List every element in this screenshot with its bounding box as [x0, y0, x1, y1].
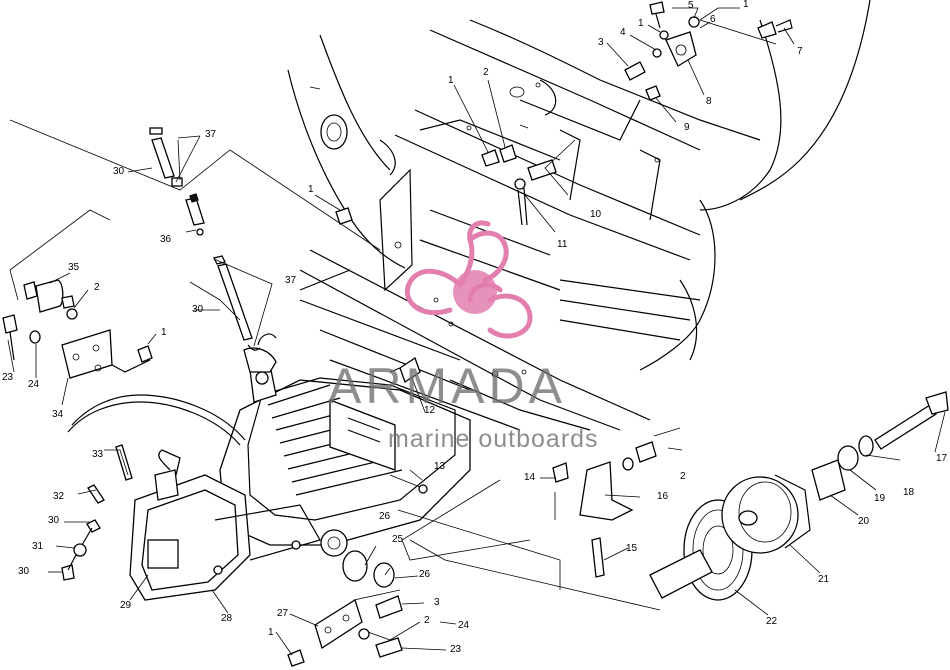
callout-1: 1	[638, 18, 644, 29]
callout-10: 10	[590, 209, 602, 220]
callout-31: 31	[32, 541, 44, 552]
callout-20: 20	[858, 516, 870, 527]
callout-28: 28	[221, 613, 233, 624]
callout-23: 23	[450, 644, 462, 655]
upper-right-hardware	[335, 1, 793, 384]
watermark-brand: ARMADA	[328, 358, 566, 414]
callout-26: 26	[379, 511, 391, 522]
callout-32: 32	[53, 491, 65, 502]
watermark-tagline: marine outboards	[388, 425, 599, 453]
callout-3: 3	[598, 37, 604, 48]
frame-lines	[287, 0, 871, 431]
callout-30: 30	[113, 166, 125, 177]
engine-block	[129, 333, 471, 601]
callout-1: 1	[448, 75, 454, 86]
bracket-34	[2, 279, 153, 379]
callout-24: 24	[458, 620, 470, 631]
callout-37: 37	[205, 129, 217, 140]
callout-36: 36	[160, 234, 172, 245]
callout-18: 18	[903, 487, 915, 498]
callout-16: 16	[657, 491, 669, 502]
callout-2: 2	[94, 282, 100, 293]
callout-33: 33	[92, 449, 104, 460]
callout-13: 13	[434, 461, 446, 472]
callout-4: 4	[620, 27, 626, 38]
callout-12: 12	[424, 405, 436, 416]
callout-19: 19	[874, 493, 886, 504]
callout-8: 8	[706, 96, 712, 107]
callout-30: 30	[192, 304, 204, 315]
callout-11: 11	[557, 239, 568, 250]
callout-2: 2	[680, 471, 686, 482]
callout-5: 5	[688, 0, 694, 11]
callout-6: 6	[710, 14, 716, 25]
callout-27: 27	[277, 608, 289, 619]
mount-bracket-27	[287, 550, 403, 667]
callout-35: 35	[68, 262, 80, 273]
callout-3: 3	[434, 597, 440, 608]
callout-21: 21	[818, 574, 830, 585]
callout-25: 25	[392, 534, 404, 545]
callout-9: 9	[684, 122, 690, 133]
callout-2: 2	[483, 67, 489, 78]
callout-17: 17	[936, 453, 948, 464]
callout-1: 1	[743, 0, 749, 10]
callout-1: 1	[161, 327, 167, 338]
callout-1: 1	[268, 627, 274, 638]
callout-34: 34	[52, 409, 64, 420]
clutch-assembly	[552, 391, 949, 601]
leader-lines	[7, 7, 946, 656]
callout-2: 2	[424, 615, 430, 626]
armada-logo-mark	[405, 220, 533, 339]
callout-30: 30	[18, 566, 30, 577]
fuel-line-parts	[61, 127, 261, 581]
callout-1: 1	[308, 184, 314, 195]
callout-23: 23	[2, 372, 14, 383]
callout-29: 29	[120, 600, 132, 611]
callout-37: 37	[285, 275, 297, 286]
callout-24: 24	[28, 379, 40, 390]
callout-22: 22	[766, 616, 778, 627]
callout-26: 26	[419, 569, 431, 580]
callout-14: 14	[524, 472, 536, 483]
callout-15: 15	[626, 543, 638, 554]
callout-30: 30	[48, 515, 60, 526]
callout-7: 7	[797, 46, 803, 57]
frame-details	[320, 82, 660, 378]
